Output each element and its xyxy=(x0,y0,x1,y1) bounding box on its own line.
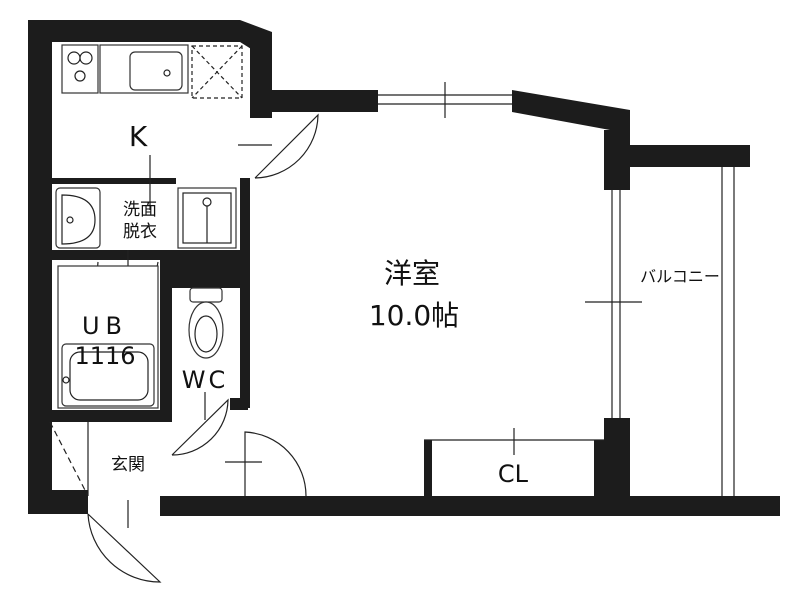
toilet-icon xyxy=(188,287,224,359)
wall-ub-right xyxy=(160,260,172,420)
label-western-room-size: 10.0帖 xyxy=(369,299,459,332)
wall-ub-bottom xyxy=(44,410,172,422)
wall-closet-right xyxy=(594,440,604,498)
wall-closet-left xyxy=(424,440,432,498)
wall-bottom-left xyxy=(28,490,88,514)
washing-machine-pan-icon xyxy=(177,187,237,249)
corridor-door xyxy=(244,431,307,497)
label-unit-bath-size: 1116 xyxy=(74,342,135,370)
washbasin-icon xyxy=(55,187,101,249)
label-western-room-name: 洋室 xyxy=(384,257,440,290)
wall-room-right-bottom xyxy=(604,418,630,498)
labels: K 洗面 脱衣 洋室 10.0帖 UB 1116 WC 玄関 CL バルコニー xyxy=(74,120,719,488)
kitchen-door xyxy=(254,113,319,179)
label-toilet: WC xyxy=(182,366,229,394)
label-kitchen: K xyxy=(129,120,148,153)
wall-kitchen-bottom xyxy=(52,178,176,184)
label-washroom-2: 脱衣 xyxy=(123,222,157,242)
label-washroom-1: 洗面 xyxy=(123,200,157,220)
sink-icon xyxy=(129,51,183,91)
gas-stove-icon xyxy=(61,44,99,94)
label-unit-bath-name: UB xyxy=(82,312,128,340)
label-closet: CL xyxy=(498,460,529,488)
wall-bottom xyxy=(160,496,780,516)
wall-room-top-right xyxy=(512,90,630,150)
wall-wc-bottom xyxy=(230,398,248,410)
label-entrance: 玄関 xyxy=(111,455,145,475)
wall-left xyxy=(28,20,52,503)
wall-room-top-left xyxy=(250,90,378,112)
wall-wash-bottom xyxy=(52,250,242,260)
wall-balcony-top xyxy=(604,145,750,167)
walls xyxy=(28,20,780,516)
fixtures xyxy=(55,44,243,409)
wc-door xyxy=(171,398,229,456)
fridge-space xyxy=(191,45,243,99)
wall-top-kitchen xyxy=(28,20,240,42)
label-balcony: バルコニー xyxy=(640,267,720,286)
entrance-door xyxy=(87,513,162,583)
bathtub-icon xyxy=(57,265,159,409)
wall-corridor-right xyxy=(240,178,250,408)
wall-wc-top xyxy=(162,258,248,288)
genkan-shoe-box xyxy=(49,421,89,497)
